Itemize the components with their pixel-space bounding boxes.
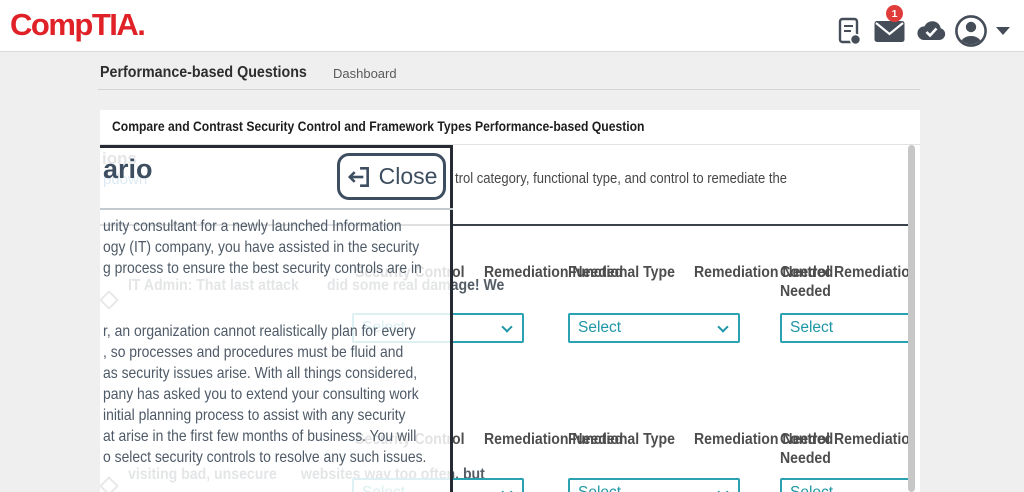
col-header-functional-type: Functional Type Remediation Needed (568, 264, 834, 281)
select-functional-type-remediation-2[interactable]: Select (568, 478, 740, 492)
chevron-down-icon (501, 486, 513, 492)
col-header-control-remediation: Control Remediation Needed (780, 264, 908, 300)
select-control-remediation-2[interactable]: Select (780, 478, 908, 492)
chevron-down-icon (717, 486, 729, 492)
breadcrumb-dashboard-link[interactable]: Dashboard (333, 66, 397, 81)
question-card-header: Compare and Contrast Security Control an… (100, 110, 920, 145)
top-bar: CompTIA. 1 (0, 0, 1024, 52)
close-button-label: Close (378, 163, 438, 189)
chevron-down-icon (717, 321, 729, 333)
chevron-down-icon (501, 321, 513, 333)
question-title: Compare and Contrast Security Control an… (112, 119, 645, 134)
col-header-control-remediation: Control Remediation Needed (780, 431, 908, 467)
notes-icon[interactable] (832, 14, 866, 48)
cloud-check-icon[interactable] (914, 14, 948, 48)
breadcrumb-divider (98, 89, 920, 90)
account-menu-caret-icon[interactable] (996, 27, 1010, 35)
scenario-paragraph-2: r, an organization cannot realistically … (103, 323, 427, 466)
comptia-logo: CompTIA. (10, 7, 146, 42)
scenario-modal-title: ario (103, 154, 153, 184)
panel-top-border (100, 224, 908, 226)
scenario-paragraph-1: urity consultant for a newly launched In… (103, 218, 422, 277)
scenario-modal: ario Close urity consultant for a newly … (100, 145, 453, 492)
question-content-viewport: ions pdown trol category, functional typ… (100, 145, 908, 492)
instruction-text: trol category, functional type, and cont… (455, 170, 788, 187)
mail-icon[interactable] (872, 14, 906, 48)
modal-divider (100, 208, 453, 210)
question-card: Compare and Contrast Security Control an… (100, 110, 920, 492)
close-button[interactable]: Close (337, 153, 446, 200)
col-header-functional-type: Functional Type Remediation Needed (568, 431, 834, 448)
exit-icon (347, 166, 369, 187)
page-title: Performance-based Questions (100, 64, 307, 81)
select-functional-type-remediation-1[interactable]: Select (568, 313, 740, 343)
vertical-scrollbar[interactable] (908, 145, 915, 492)
select-control-remediation-1[interactable]: Select (780, 313, 908, 343)
avatar[interactable] (952, 12, 990, 50)
mail-badge: 1 (886, 5, 903, 22)
